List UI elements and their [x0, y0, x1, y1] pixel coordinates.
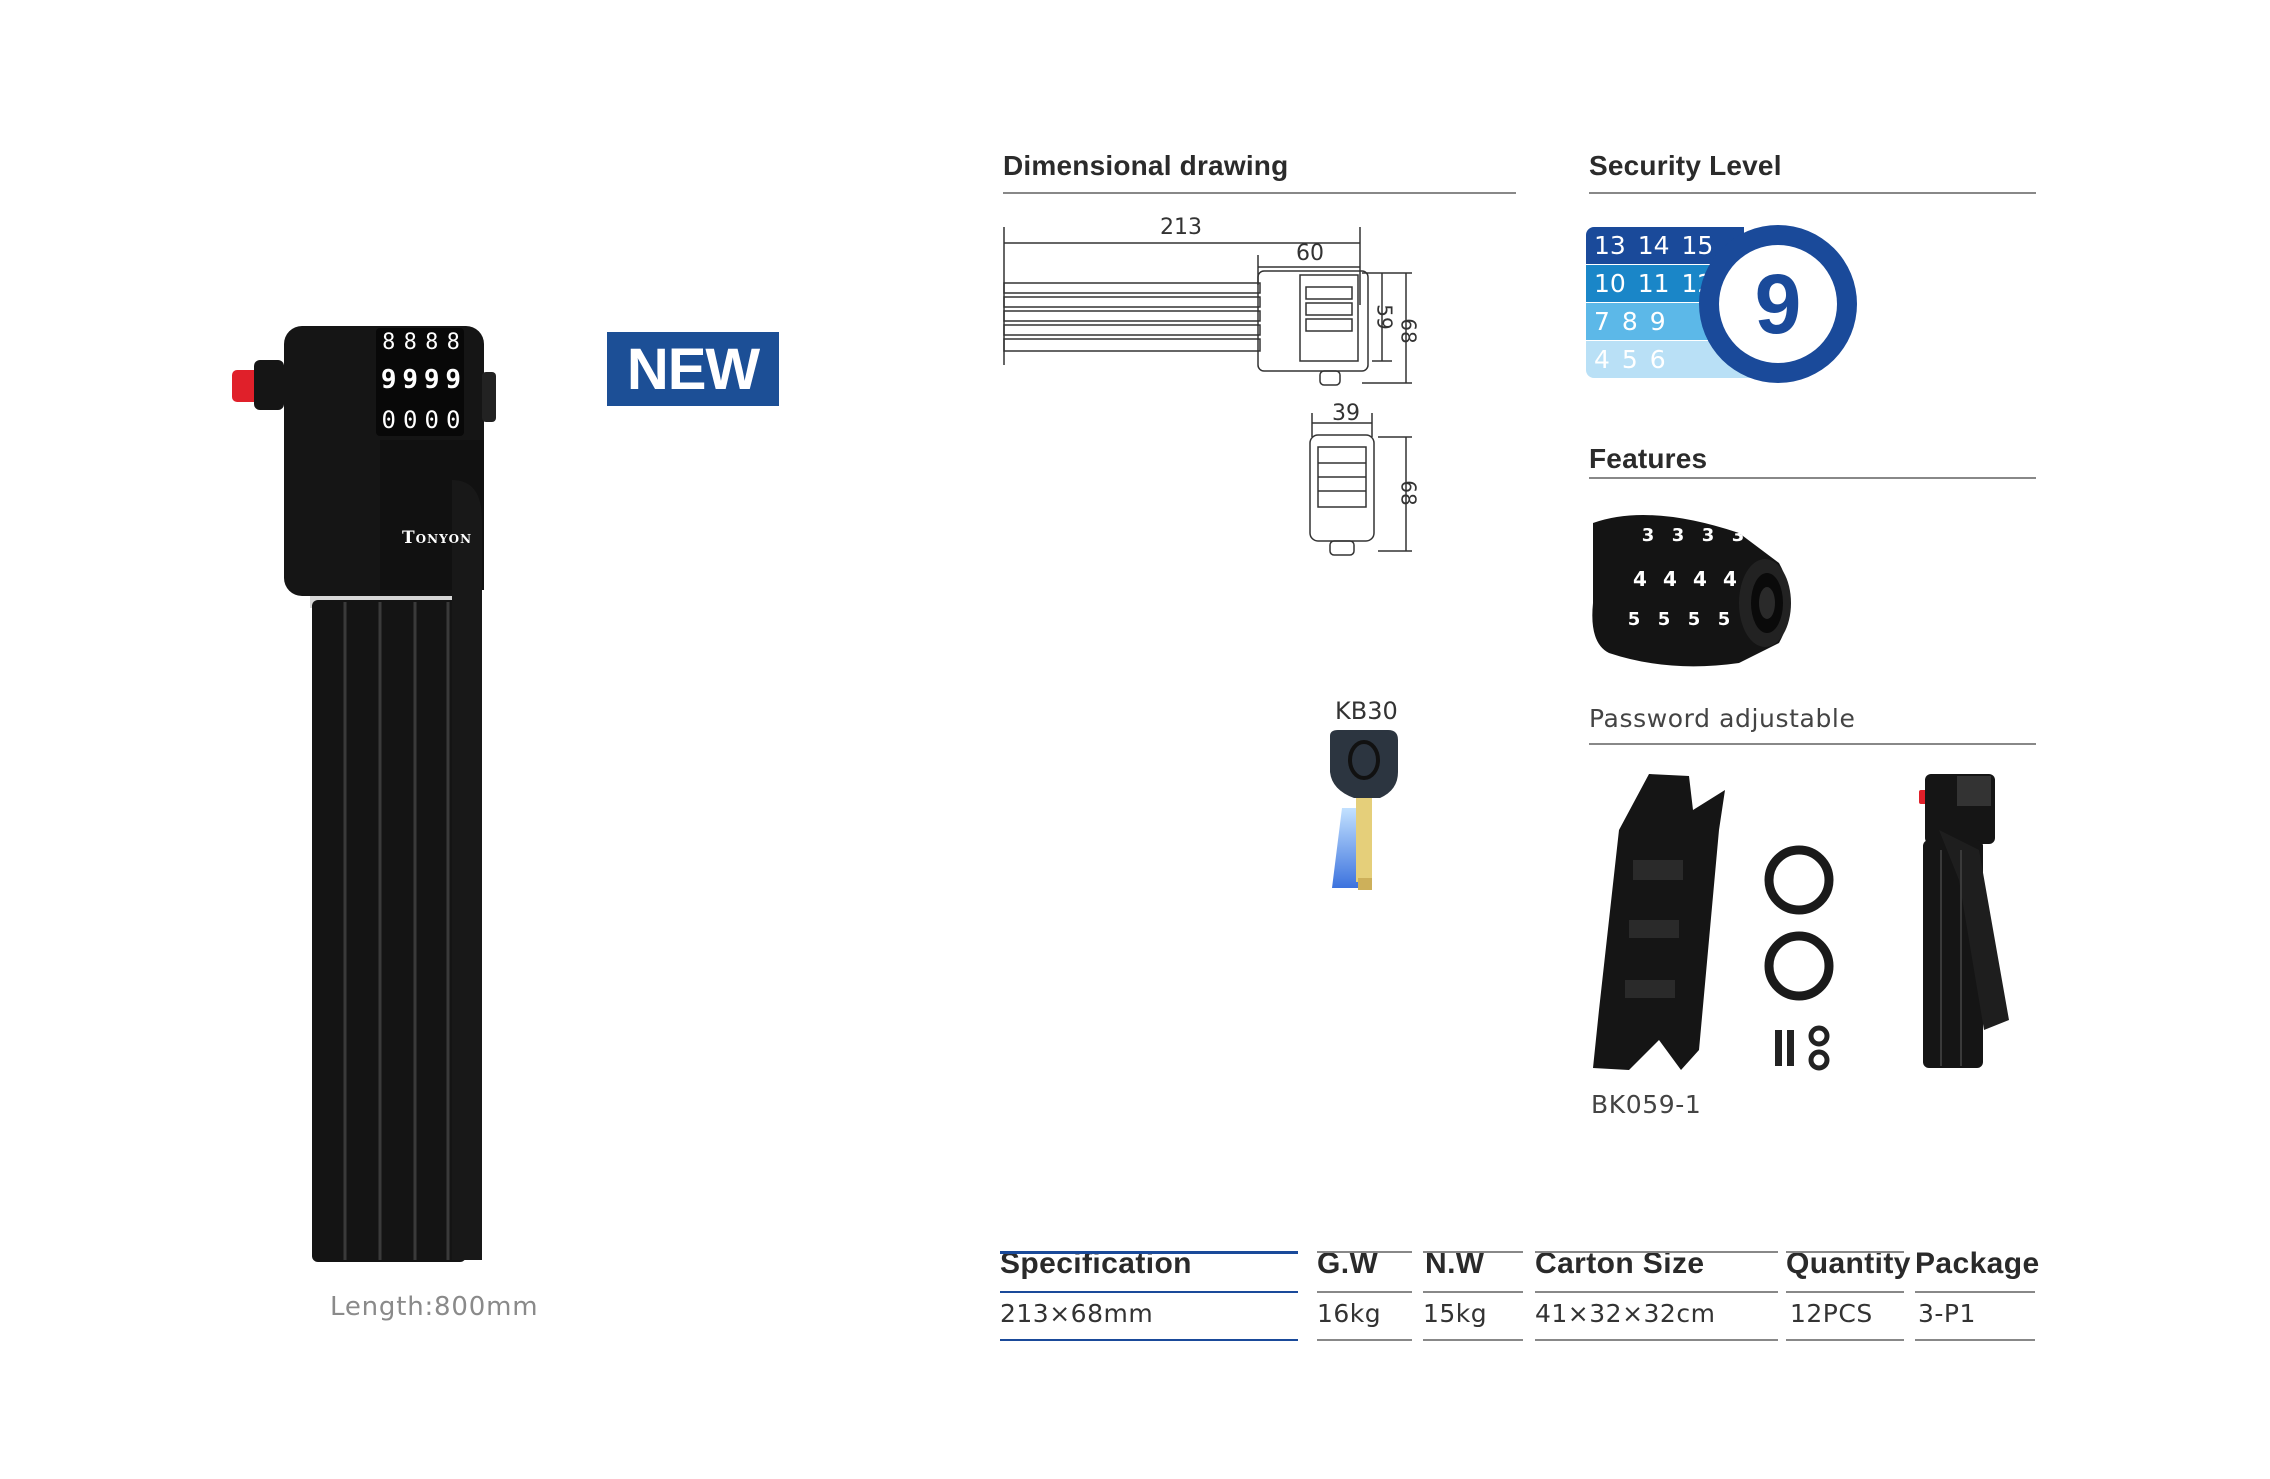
- spec-mid-line: [1915, 1291, 2035, 1293]
- dial-digit: 9: [445, 365, 462, 395]
- dial-row-bottom: 0 0 0 0: [378, 406, 464, 434]
- security-level-ring: 9: [1699, 225, 1857, 383]
- dial-digit: 0: [403, 406, 418, 434]
- spec-mid-line: [1000, 1291, 1298, 1293]
- key-image: [1322, 728, 1412, 896]
- dial-digit: 3: [1671, 525, 1685, 546]
- dim-height-inner: 59: [1372, 304, 1397, 330]
- dial-digit: 4: [1633, 567, 1647, 591]
- features-rule: [1589, 477, 2036, 479]
- dial-digit: 5: [1627, 609, 1641, 630]
- spec-bottom-line: [1535, 1339, 1778, 1341]
- bracket-image: [1589, 770, 2039, 1080]
- spec-top-line: [1786, 1251, 1904, 1253]
- dial-row-mid: 9 9 9 9: [378, 365, 464, 395]
- dial-digit: 0: [424, 406, 439, 434]
- dial-digit: 0: [381, 406, 396, 434]
- dial-digit: 4: [1663, 567, 1677, 591]
- bracket-caption: BK059-1: [1591, 1090, 1702, 1119]
- feature-dial-row: 5 5 5 5: [1619, 609, 1739, 630]
- spec-top-line: [1535, 1251, 1778, 1253]
- dim-height-side: 68: [1396, 480, 1421, 506]
- dial-digit: 9: [423, 365, 440, 395]
- security-level-number: 9: [1754, 257, 1802, 351]
- dimensional-drawing: 213 60 59 68 39 68: [1000, 215, 1440, 575]
- dial-digit: 8: [446, 330, 460, 355]
- dial-digit: 3: [1641, 525, 1655, 546]
- key-label: KB30: [1335, 697, 1398, 725]
- spec-bottom-line: [1000, 1339, 1298, 1341]
- spec-bottom-line: [1423, 1339, 1523, 1341]
- spec-top-line: [1000, 1251, 1298, 1254]
- new-badge: NEW: [607, 332, 779, 406]
- dial-digit: 4: [1723, 567, 1737, 591]
- dim-width: 39: [1332, 401, 1360, 426]
- dial-digit: 0: [446, 406, 461, 434]
- spec-header-package: Package: [1915, 1247, 2040, 1280]
- dial-digit: 3: [1701, 525, 1715, 546]
- dial-digit: 5: [1687, 609, 1701, 630]
- spec-value-quantity: 12PCS: [1790, 1299, 1873, 1328]
- spec-value-gw: 16kg: [1317, 1299, 1382, 1328]
- spec-mid-line: [1317, 1291, 1412, 1293]
- dial-digit: 8: [382, 330, 396, 355]
- dial-row-top: 8 8 8 8: [378, 330, 464, 355]
- features-dial-image: 3 3 3 3 4 4 4 4 5 5 5 5: [1589, 503, 1799, 673]
- spec-mid-line: [1786, 1291, 1904, 1293]
- product-image: 8 8 8 8 9 9 9 9 0 0 0 0 Tonyon: [220, 320, 560, 1280]
- spec-top-line: [1317, 1251, 1412, 1253]
- dial-digit: 9: [402, 365, 419, 395]
- spec-value-specification: 213×68mm: [1000, 1299, 1154, 1328]
- dim-height-outer: 68: [1396, 318, 1421, 344]
- dial-digit: 4: [1693, 567, 1707, 591]
- security-rule: [1589, 192, 2036, 194]
- features-title: Features: [1589, 443, 1708, 474]
- spec-bottom-line: [1317, 1339, 1412, 1341]
- dial-digit: 8: [425, 330, 439, 355]
- dimensional-rule: [1003, 192, 1516, 194]
- spec-value-package: 3-P1: [1918, 1299, 1976, 1328]
- dial-digit: 9: [380, 365, 397, 395]
- spec-value-nw: 15kg: [1423, 1299, 1488, 1328]
- spec-mid-line: [1423, 1291, 1523, 1293]
- dial-digit: 5: [1717, 609, 1731, 630]
- feature-dial-row: 3 3 3 3: [1633, 525, 1753, 546]
- dim-head: 60: [1296, 241, 1324, 266]
- password-rule: [1589, 743, 2036, 745]
- security-title: Security Level: [1589, 150, 1782, 181]
- dial-digit: 8: [403, 330, 417, 355]
- spec-bottom-line: [1786, 1339, 1904, 1341]
- security-level-center: 9: [1719, 245, 1837, 363]
- dial-digit: 5: [1657, 609, 1671, 630]
- brand-logo: Tonyon: [402, 528, 473, 548]
- spec-value-carton: 41×32×32cm: [1535, 1299, 1716, 1328]
- dial-digit: 3: [1731, 525, 1745, 546]
- length-caption: Length:800mm: [330, 1292, 539, 1322]
- spec-mid-line: [1535, 1291, 1778, 1293]
- dimensional-title: Dimensional drawing: [1003, 150, 1289, 181]
- dim-length: 213: [1160, 215, 1202, 240]
- spec-top-line: [1423, 1251, 1523, 1253]
- spec-bottom-line: [1915, 1339, 2035, 1341]
- feature-dial-row: 4 4 4 4: [1625, 567, 1745, 591]
- password-caption: Password adjustable: [1589, 704, 1856, 733]
